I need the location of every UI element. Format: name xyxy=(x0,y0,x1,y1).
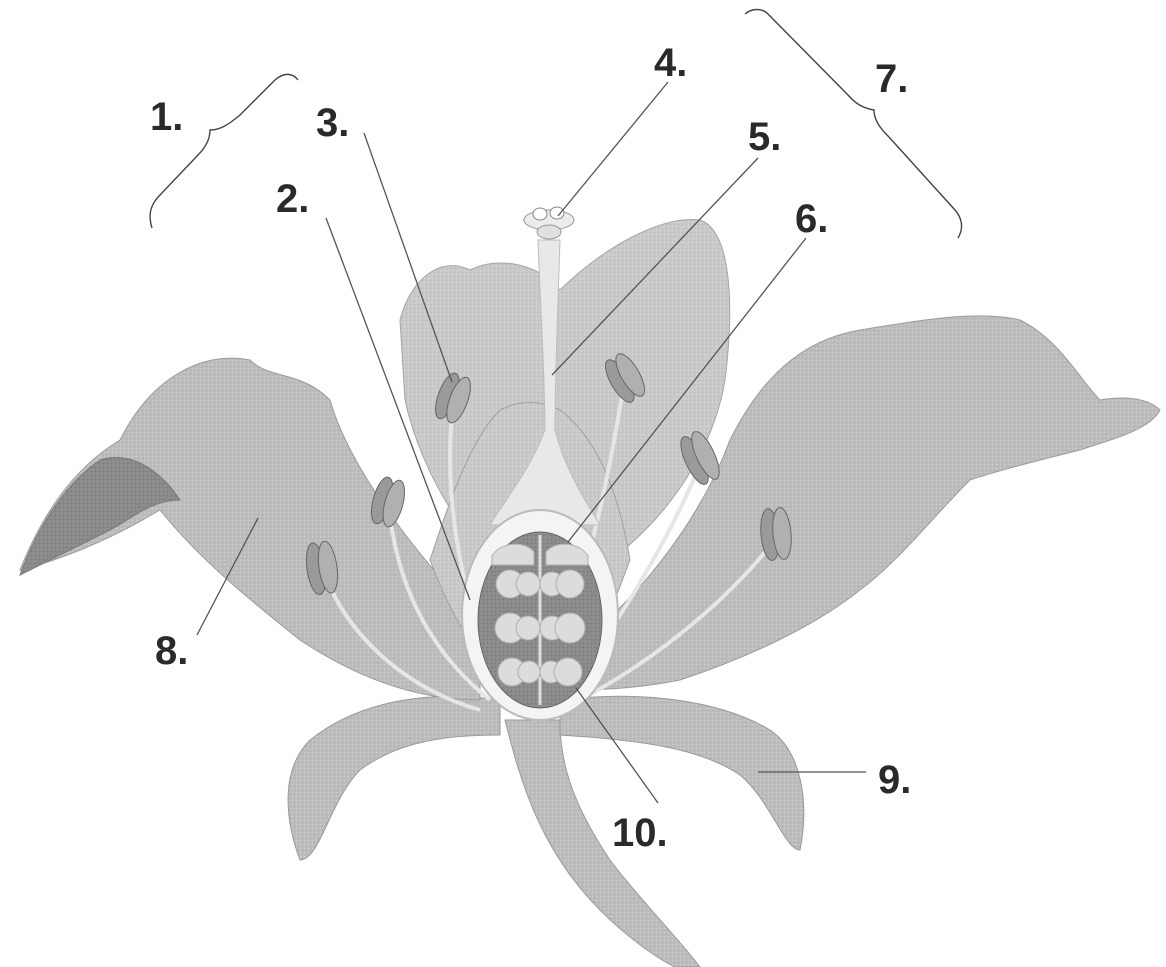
label-9: 9. xyxy=(878,758,911,802)
label-1: 1. xyxy=(150,95,183,139)
leader-line-4 xyxy=(558,82,668,216)
stigma xyxy=(524,207,574,239)
label-10: 10. xyxy=(612,811,668,855)
sepal-lower-right xyxy=(560,696,804,850)
label-5: 5. xyxy=(748,115,781,159)
label-2: 2. xyxy=(276,177,309,221)
label-4: 4. xyxy=(654,41,687,85)
label-7: 7. xyxy=(875,57,908,101)
ovary xyxy=(462,510,618,720)
petal-left-tip xyxy=(20,457,180,575)
label-8: 8. xyxy=(155,629,188,673)
stem xyxy=(505,720,700,967)
sepal-lower-left xyxy=(288,696,500,860)
label-6: 6. xyxy=(795,197,828,241)
label-3: 3. xyxy=(316,101,349,145)
anther xyxy=(367,475,408,529)
